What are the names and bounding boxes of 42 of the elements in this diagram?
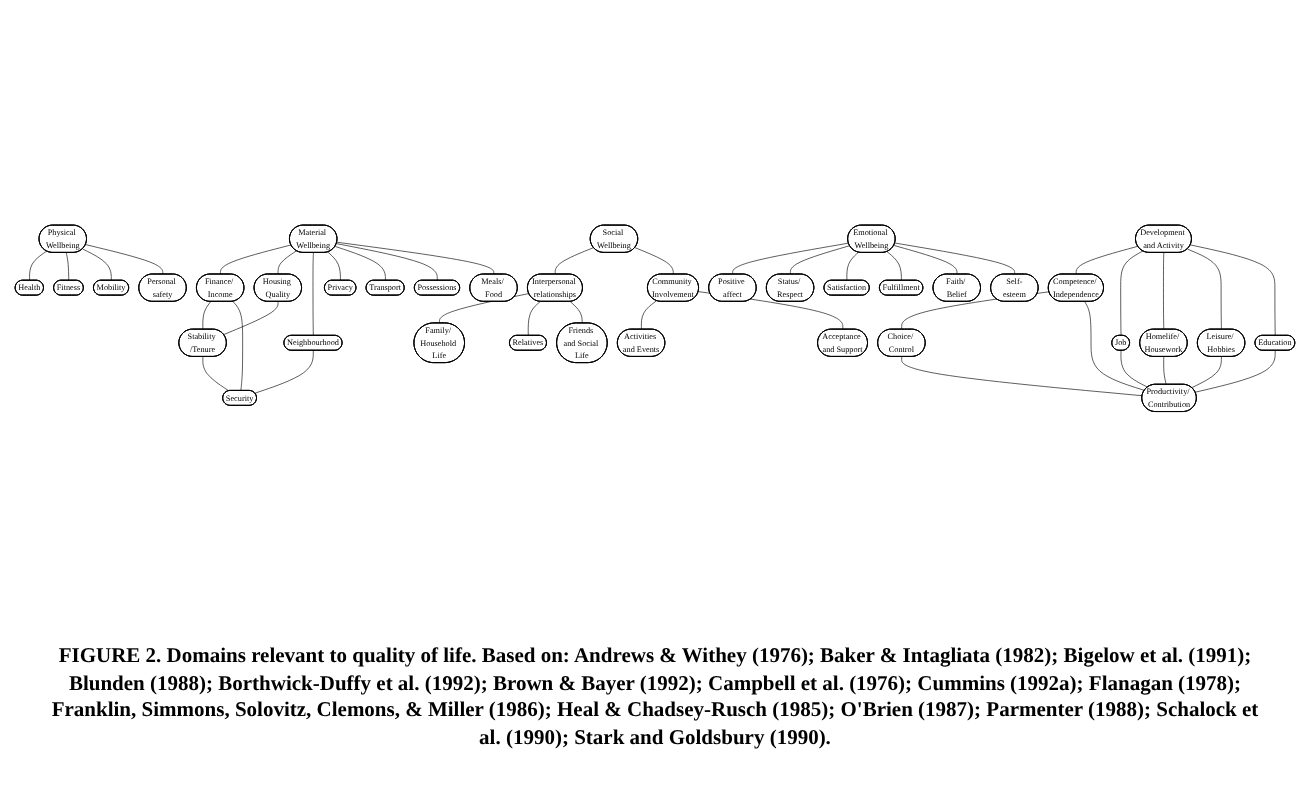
connector — [894, 242, 1016, 275]
connector — [1163, 252, 1165, 330]
connector — [220, 244, 292, 275]
connector — [901, 291, 1050, 330]
connector — [1120, 250, 1144, 336]
connector — [254, 349, 314, 394]
connector — [901, 356, 1143, 396]
connector — [1084, 301, 1145, 391]
connector — [1191, 356, 1222, 388]
connector — [29, 250, 47, 281]
connector — [232, 300, 243, 391]
connector — [66, 252, 70, 281]
connector — [327, 251, 341, 281]
connector — [1120, 349, 1148, 388]
connector — [527, 300, 541, 336]
figure-caption: FIGURE 2. Domains relevant to quality of life. Based on: Andrews & Withey (1976); Baker & Intagliata (1982); Bigelow et al. (1991); Blunden (1988); Borthwick-Duffy et al. (1992); Brown & Bayer (1992); Campbell et al. (1976); Cummins (1992a); Flanagan (1978); Franklin, Simmons, Solovitz, Clemons, & Miller (1986); Heal & Chadsey-Rusch (1985); O'Brien (1987); Parmenter (1988); Schalock et al. (1990); Stark and Goldsbury (1990). — [49, 644, 1261, 754]
connector — [1075, 245, 1139, 275]
connector — [790, 245, 851, 275]
connector — [732, 242, 849, 275]
connector — [336, 241, 495, 275]
connector — [334, 245, 386, 281]
connector — [85, 243, 164, 275]
connector — [82, 248, 112, 281]
connector — [1163, 356, 1167, 385]
connector — [202, 356, 230, 391]
connector — [336, 242, 438, 281]
connector — [886, 251, 902, 281]
connector — [202, 301, 212, 330]
connector — [846, 251, 859, 281]
connector — [1190, 244, 1276, 336]
connector — [554, 247, 594, 275]
connector — [641, 300, 657, 330]
connector — [634, 247, 674, 275]
connector — [1187, 248, 1222, 330]
connector — [1195, 349, 1276, 393]
connector — [893, 244, 958, 275]
connector — [277, 250, 297, 275]
connector — [223, 301, 279, 335]
connector — [698, 290, 844, 330]
connector — [312, 252, 314, 336]
connector — [439, 292, 530, 324]
connector — [569, 300, 583, 324]
